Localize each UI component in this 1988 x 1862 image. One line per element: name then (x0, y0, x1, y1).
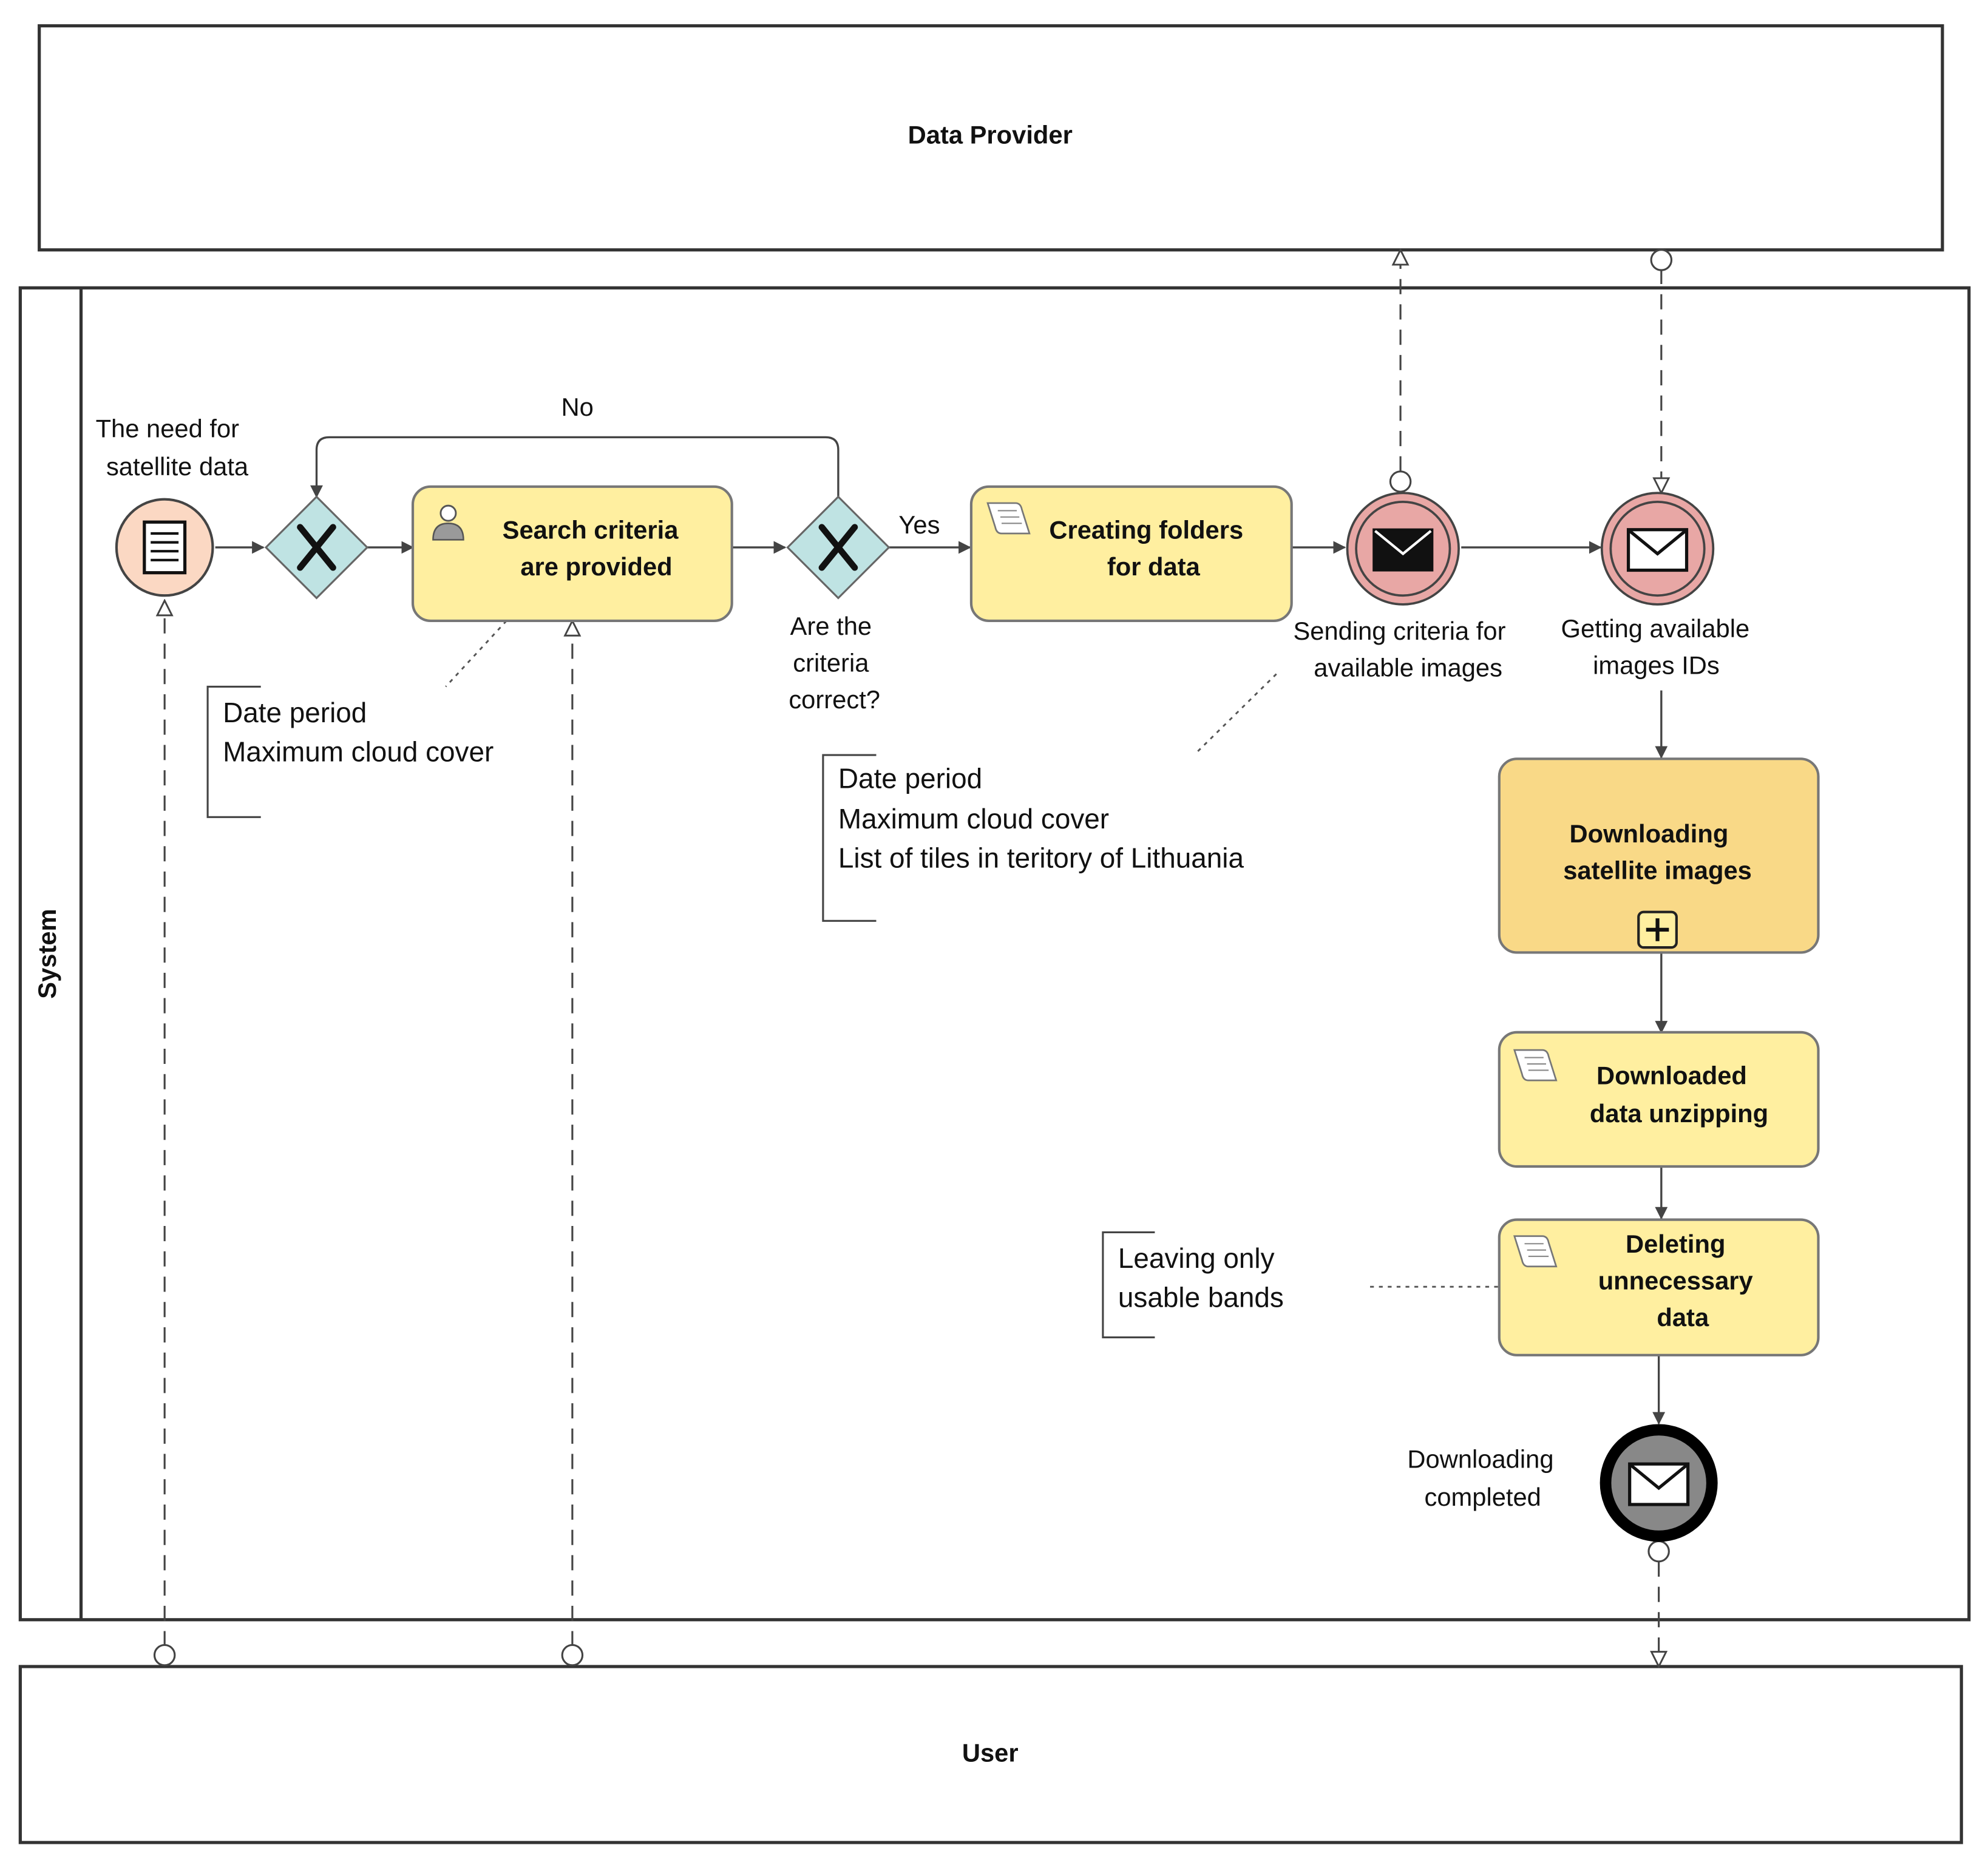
task-unzipping[interactable]: Downloaded data unzipping (1498, 1031, 1820, 1168)
plus-icon (1637, 910, 1678, 949)
flow-label-no: No (561, 393, 594, 421)
annotation-delete-text: Leaving only usable bands (1118, 1242, 1284, 1313)
message-list-icon (143, 520, 187, 575)
subprocess-downloading[interactable]: Downloading satellite images (1498, 757, 1820, 954)
task-search-criteria[interactable]: Search criteria are provided (411, 485, 733, 623)
pool-system-label: System (33, 909, 61, 998)
envelope-icon (1628, 1462, 1690, 1506)
annotation-send: Date period Maximum cloud cover List of … (822, 754, 1244, 922)
user-icon (432, 504, 464, 541)
script-icon (1513, 1235, 1558, 1268)
exclusive-x-icon (297, 524, 336, 571)
script-icon (986, 502, 1031, 535)
task-folders-label: Creating folders for data (1049, 515, 1250, 580)
task-unzip-label: Downloaded data unzipping (1590, 1061, 1768, 1128)
envelope-icon (1626, 528, 1689, 572)
pool-user-label: User (962, 1738, 1019, 1767)
pool-user: User (18, 1665, 1963, 1844)
annotation-search: Date period Maximum cloud cover (206, 685, 494, 818)
annotation-delete: Leaving only usable bands (1102, 1231, 1284, 1339)
start-event-label: The need for satellite data (96, 414, 249, 481)
message-flows (165, 250, 1661, 1667)
gateway-criteria-check[interactable] (786, 495, 891, 600)
sequence-flows (215, 436, 1668, 1425)
end-event[interactable] (1600, 1424, 1718, 1542)
event-receive-label: Getting available images IDs (1561, 614, 1757, 679)
exclusive-x-icon (818, 524, 858, 571)
flow-label-yes: Yes (898, 510, 940, 539)
pool-data-provider: Data Provider (38, 24, 1944, 252)
subprocess-download-label: Downloading satellite images (1563, 819, 1752, 884)
gateway-merge[interactable] (264, 495, 369, 600)
envelope-icon (1372, 528, 1434, 572)
annotation-send-text: Date period Maximum cloud cover List of … (838, 762, 1244, 873)
associations (445, 620, 1499, 1288)
script-icon (1513, 1049, 1558, 1082)
event-send-label: Sending criteria for available images (1293, 617, 1513, 682)
event-receive-images[interactable] (1600, 492, 1715, 606)
sequence-flow-no-loop (310, 436, 840, 498)
end-event-label: Downloading completed (1407, 1444, 1561, 1511)
annotation-search-text: Date period Maximum cloud cover (223, 697, 494, 768)
pool-data-provider-label: Data Provider (908, 121, 1073, 149)
gateway-question-label: Are the criteria correct? (789, 612, 880, 714)
event-send-criteria[interactable] (1346, 492, 1460, 606)
task-delete-label: Deleting unnecessary data (1598, 1230, 1760, 1332)
task-deleting[interactable]: Deleting unnecessary data (1498, 1218, 1820, 1356)
task-search-label: Search criteria are provided (503, 515, 685, 580)
start-event[interactable] (115, 498, 214, 597)
message-flow-origins (153, 249, 1673, 1667)
task-creating-folders[interactable]: Creating folders for data (969, 485, 1293, 623)
